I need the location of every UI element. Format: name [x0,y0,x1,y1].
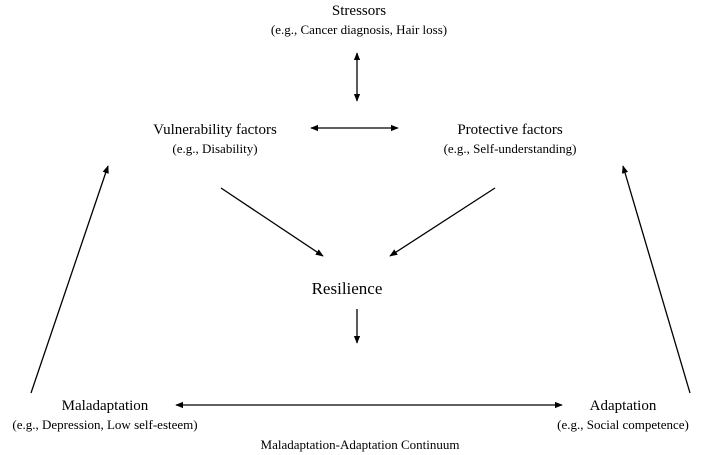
protective-to-resilience-arrow [389,187,496,257]
maladaptation-example: (e.g., Depression, Low self-esteem) [12,417,198,432]
protective-title: Protective factors [457,122,563,138]
resilience-title: Resilience [311,279,383,298]
vulnerability-example: (e.g., Disability) [172,141,258,156]
protective-node: Protective factors (e.g., Self-understan… [390,121,630,157]
stressors-title: Stressors [331,3,387,19]
vulnerability-node: Vulnerability factors (e.g., Disability) [90,121,340,157]
resilience-node: Resilience [277,278,417,300]
maladaptation-node: Maladaptation (e.g., Depression, Low sel… [0,397,210,433]
stressors-example: (e.g., Cancer diagnosis, Hair loss) [270,22,448,37]
maladaptation-to-vulnerability-arrow [30,165,109,394]
vulnerability-to-resilience-arrow [220,187,324,257]
vulnerability-title: Vulnerability factors [153,122,277,138]
protective-example: (e.g., Self-understanding) [443,141,577,156]
stressors-node: Stressors (e.g., Cancer diagnosis, Hair … [229,2,489,38]
maladaptation-title: Maladaptation [61,398,149,414]
adaptation-example: (e.g., Social competence) [557,417,689,432]
continuum-label: Maladaptation-Adaptation Continuum [260,437,460,452]
adaptation-to-protective-arrow [621,165,691,394]
adaptation-title: Adaptation [589,398,657,414]
adaptation-node: Adaptation (e.g., Social competence) [543,397,703,433]
